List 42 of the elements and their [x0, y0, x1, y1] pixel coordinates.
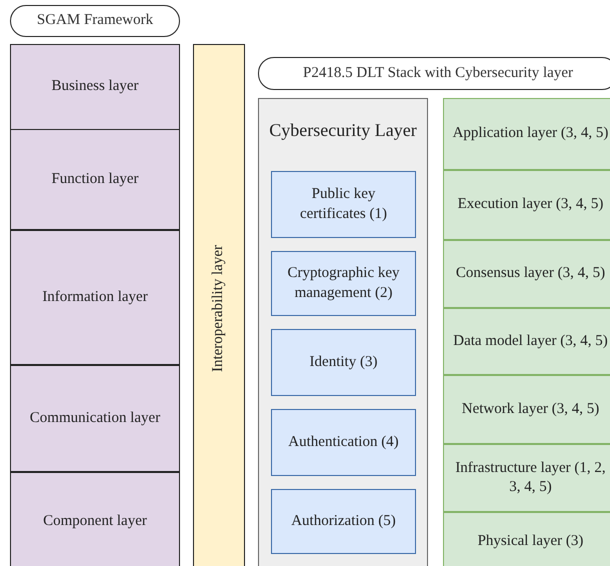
security-function-box	[271, 409, 416, 476]
layer-box	[10, 129, 180, 230]
layer-label: Interoperability layer	[209, 245, 228, 373]
layer-label: Cryptographic key management (2)	[286, 264, 401, 302]
stack-layer-box	[443, 240, 610, 308]
layer-label: SGAM Framework	[36, 11, 154, 30]
stack-layer-box	[443, 308, 610, 375]
stack-layer-box	[443, 170, 610, 240]
container-title: Cybersecurity Layer	[268, 119, 418, 142]
security-function-box	[271, 489, 416, 554]
layer-label: P2418.5 DLT Stack with Cybersecurity layer	[302, 64, 574, 83]
security-function-box	[271, 251, 416, 316]
stack-layer-box	[443, 375, 610, 444]
layer-label: Network layer (3, 4, 5)	[460, 400, 600, 419]
layer-box	[10, 230, 180, 365]
stack-layer-box	[443, 512, 610, 566]
layer-box	[10, 365, 180, 472]
layer-label: Consensus layer (3, 4, 5)	[454, 264, 606, 284]
layer-label: Authorization (5)	[290, 512, 397, 531]
framework-title-box	[10, 5, 180, 37]
layer-label: Communication layer	[28, 408, 162, 428]
layer-label: Application layer (3, 4, 5)	[452, 124, 610, 144]
stack-layer-box	[443, 98, 610, 170]
layer-label: Authentication (4)	[287, 432, 400, 452]
interoperability-band	[193, 44, 245, 566]
security-function-box	[271, 329, 416, 396]
security-function-box	[271, 171, 416, 238]
stack-layer-box	[443, 444, 610, 512]
cybersecurity-container	[258, 98, 428, 566]
layer-label: Function layer	[50, 170, 140, 189]
layer-label: Data model layer (3, 4, 5)	[452, 332, 609, 351]
layer-label: Execution layer (3, 4, 5)	[456, 195, 604, 214]
layer-label: Infrastructure layer (1, 2, 3, 4, 5)	[454, 458, 607, 497]
layer-label: Physical layer (3)	[476, 532, 584, 552]
layer-box	[10, 44, 180, 130]
layer-label: Component layer	[42, 512, 148, 532]
layer-label: Identity (3)	[308, 352, 378, 372]
layer-label: Public key certificates (1)	[298, 185, 388, 224]
layer-label: Business layer	[50, 77, 140, 96]
stack-title-box	[258, 57, 610, 90]
layer-label: Information layer	[41, 288, 149, 307]
layer-box	[10, 472, 180, 566]
